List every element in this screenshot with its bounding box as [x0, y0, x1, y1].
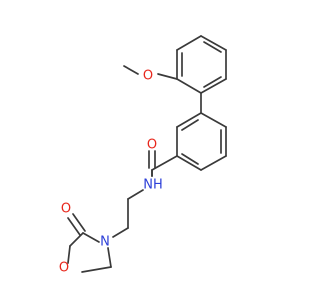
bond — [157, 73, 178, 80]
carbonyl-double-bond — [67, 217, 81, 236]
bond — [69, 232, 84, 247]
bond — [176, 35, 202, 51]
double-bond-inner — [181, 119, 199, 131]
bond — [112, 227, 129, 238]
ring-oxygen-label: O — [59, 261, 69, 276]
ethyl-linker — [112, 169, 153, 238]
bond — [81, 266, 112, 273]
bond — [200, 155, 227, 171]
methoxy-oxygen-label: O — [143, 69, 153, 84]
bond — [123, 65, 139, 75]
double-bond-inner — [203, 41, 222, 53]
methoxyphenyl-ring — [176, 35, 227, 94]
carbonyl-double-bond — [72, 213, 86, 232]
bond — [67, 245, 71, 264]
ring-carbonyl-oxygen-label: O — [61, 202, 71, 217]
methoxy-group — [123, 65, 178, 80]
bond — [176, 78, 202, 94]
benzamide-ring — [176, 112, 227, 171]
bond — [127, 189, 144, 200]
double-bond-inner — [203, 76, 222, 88]
bond — [200, 78, 227, 94]
double-bond-inner — [181, 153, 199, 165]
amide-group — [148, 150, 178, 177]
ring-nitrogen-label: N — [100, 235, 110, 250]
bond — [107, 247, 112, 268]
amide-nitrogen-label: NH — [143, 178, 163, 193]
molecule-structure-diagram: O O NH N O O — [59, 35, 227, 276]
amide-carbonyl-oxygen-label: O — [147, 138, 157, 153]
bond — [151, 155, 178, 171]
oxazolidinone-ring — [67, 213, 112, 273]
bond — [176, 155, 202, 171]
bond — [200, 112, 227, 128]
atom-labels: O O NH N O O — [59, 69, 163, 276]
bond — [82, 232, 100, 243]
bond — [176, 112, 202, 128]
bond — [200, 35, 227, 51]
